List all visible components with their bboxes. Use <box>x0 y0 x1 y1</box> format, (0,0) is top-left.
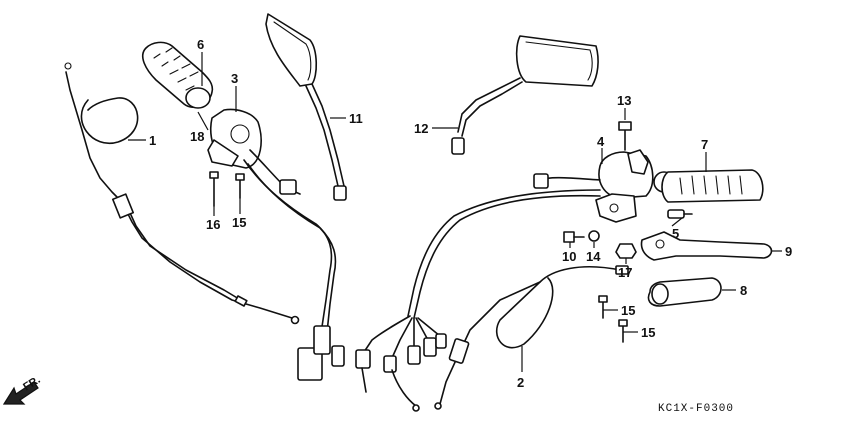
callout-14: 14 <box>586 249 601 264</box>
pivot-pin <box>667 209 693 219</box>
left-screws <box>209 171 245 207</box>
callout-7: 7 <box>701 137 708 152</box>
callout-13: 13 <box>617 93 631 108</box>
left-mirror <box>265 13 347 201</box>
callout-8: 8 <box>740 283 747 298</box>
callout-15-right-upper: 15 <box>621 303 635 318</box>
callout-6: 6 <box>197 37 204 52</box>
brake-lever <box>640 231 773 261</box>
right-switch-housing <box>533 149 675 223</box>
clutch-cable <box>434 265 629 410</box>
callout-12: 12 <box>414 121 428 136</box>
left-switch-housing <box>207 108 345 381</box>
callout-2: 2 <box>517 375 524 390</box>
callout-17: 17 <box>618 265 632 280</box>
right-mirror <box>451 35 599 155</box>
left-grip <box>141 41 214 109</box>
throttle-grip <box>661 169 764 203</box>
front-direction-arrow <box>2 381 39 405</box>
callout-18: 18 <box>190 129 204 144</box>
leader-lines <box>128 52 782 372</box>
callout-15-right-lower: 15 <box>641 325 655 340</box>
callout-3: 3 <box>231 71 238 86</box>
throttle-cable <box>64 62 300 325</box>
small-fasteners <box>563 230 637 259</box>
callout-15-left: 15 <box>232 215 246 230</box>
callout-labels: 1 2 3 4 5 6 7 8 9 10 11 12 13 14 15 15 1… <box>149 37 792 390</box>
callout-16: 16 <box>206 217 220 232</box>
screw-13 <box>618 121 632 151</box>
callout-1: 1 <box>149 133 156 148</box>
diagram-code: KC1X-F0300 <box>658 403 734 415</box>
callout-10: 10 <box>562 249 576 264</box>
callout-9: 9 <box>785 244 792 259</box>
wire-harness <box>355 189 601 412</box>
callout-11: 11 <box>349 111 363 126</box>
callout-5: 5 <box>672 226 679 241</box>
callout-4: 4 <box>597 134 605 149</box>
lever-cover <box>647 277 722 307</box>
